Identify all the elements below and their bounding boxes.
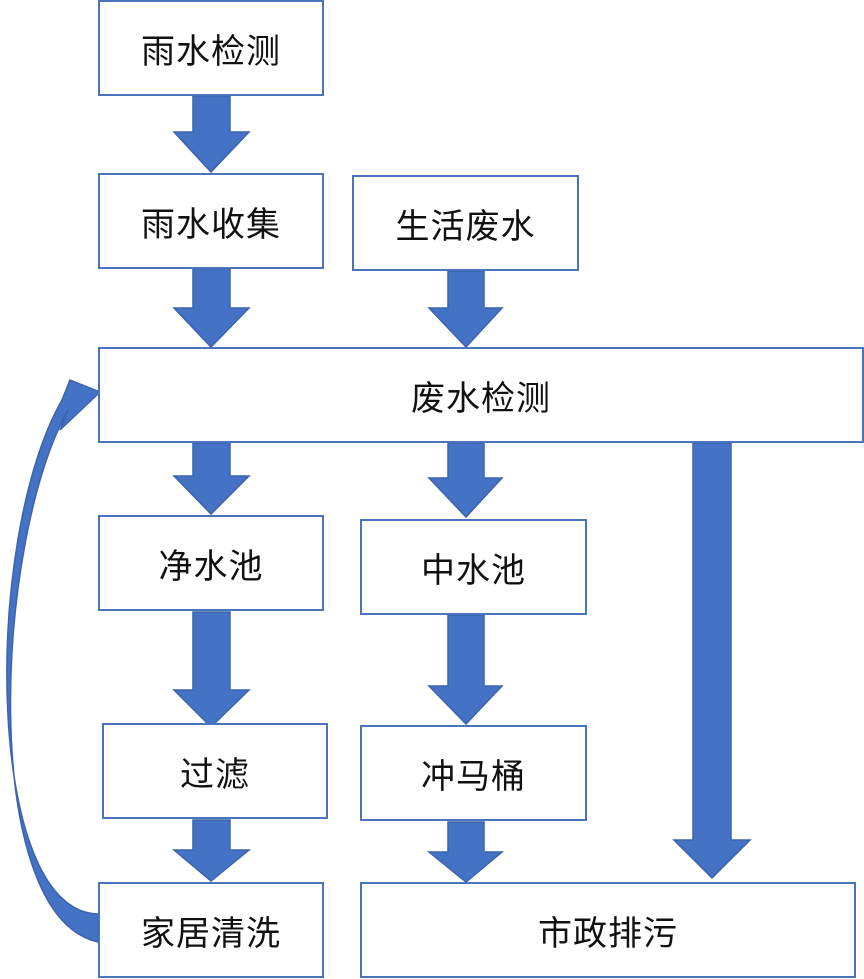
node-clean-pool: 净水池	[98, 515, 324, 611]
arrow-waste-detect-to-clean-pool	[172, 442, 251, 516]
arrow-flush-toilet-to-municipal-sewage	[426, 821, 505, 883]
node-domestic-waste: 生活废水	[352, 175, 579, 271]
node-middle-pool: 中水池	[360, 519, 587, 615]
arrow-middle-pool-to-flush-toilet	[427, 614, 504, 726]
arrow-home-wash-to-waste-detect	[6, 379, 102, 943]
node-filter: 过滤	[102, 723, 328, 819]
arrow-waste-detect-to-municipal-sewage	[672, 442, 752, 880]
node-municipal-sewage: 市政排污	[360, 882, 856, 978]
arrow-domestic-waste-to-waste-detect	[427, 270, 504, 349]
node-rain-collect: 雨水收集	[98, 173, 324, 269]
node-flush-toilet: 冲马桶	[360, 725, 587, 821]
arrow-clean-pool-to-filter	[172, 611, 251, 729]
node-home-wash: 家居清洗	[98, 882, 324, 978]
arrow-rain-detect-to-rain-collect	[172, 95, 251, 174]
arrow-rain-collect-to-waste-detect	[172, 268, 251, 349]
arrow-filter-to-home-wash	[171, 819, 252, 882]
node-waste-detect: 废水检测	[98, 347, 864, 443]
arrow-waste-detect-to-middle-pool	[427, 442, 504, 519]
node-rain-detect: 雨水检测	[98, 0, 324, 96]
